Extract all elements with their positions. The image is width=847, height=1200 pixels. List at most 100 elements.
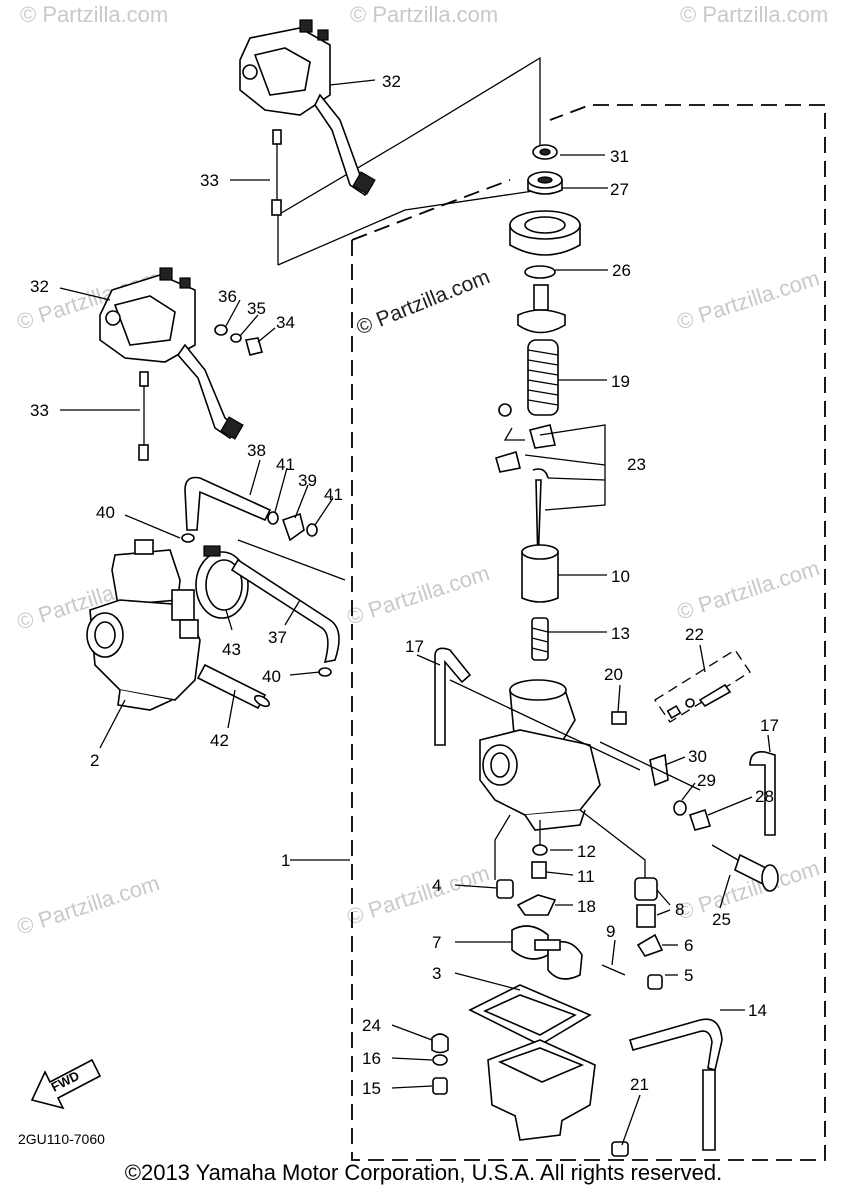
callout-label: 36 (218, 287, 237, 306)
callout-label: 10 (611, 567, 630, 586)
callout-label: 19 (611, 372, 630, 391)
pilot-screw-set (654, 649, 751, 723)
callout-label: 7 (432, 933, 441, 952)
callout-label: 25 (712, 910, 731, 929)
float-valve (636, 904, 656, 928)
mixing-chamber-cap (509, 210, 581, 256)
callout-label: 20 (604, 665, 623, 684)
callout-label: 22 (685, 625, 704, 644)
leader-line (494, 814, 511, 880)
callout-label: 24 (362, 1016, 381, 1035)
callout-label: 21 (630, 1075, 649, 1094)
forward-arrow-icon: FWD (30, 1058, 102, 1110)
clip (318, 667, 332, 677)
watermark: © Partzilla.com (344, 560, 493, 630)
callout-label: 5 (684, 966, 693, 985)
callout-label: 6 (684, 936, 693, 955)
washer (432, 1054, 448, 1066)
o-ring (524, 265, 556, 279)
callout-label: 27 (610, 180, 629, 199)
callout-label: 37 (268, 628, 287, 647)
copyright-notice: ©2013 Yamaha Motor Corporation, U.S.A. A… (124, 1160, 723, 1185)
assembly-boundary (351, 104, 826, 1161)
callout-label: 42 (210, 731, 229, 750)
main-jet (531, 861, 547, 879)
callout-label: 35 (247, 299, 266, 318)
hose-clamp (195, 545, 249, 619)
tube (196, 663, 267, 710)
watermark-main: © Partzilla.com (353, 265, 493, 339)
callout-label: 23 (627, 455, 646, 474)
vent-hose (749, 750, 776, 836)
callout-label: 34 (276, 313, 295, 332)
clip (181, 533, 195, 543)
callout-label: 43 (222, 640, 241, 659)
leader-line (449, 679, 641, 771)
leader-line (277, 189, 541, 266)
callout-label: 16 (362, 1049, 381, 1068)
callout-label: 38 (247, 441, 266, 460)
plate (516, 894, 557, 916)
starter-plunger (711, 844, 779, 892)
throttle-cable-mid (138, 371, 149, 461)
drain-hose (702, 1069, 716, 1151)
screw (688, 808, 712, 831)
float-chamber (487, 1039, 596, 1141)
callout-label: 15 (362, 1079, 381, 1098)
plate (431, 1033, 449, 1054)
callout-label: 8 (675, 900, 684, 919)
watermark: © Partzilla.com (14, 870, 163, 940)
watermark: © Partzilla.com (674, 265, 823, 335)
leader-line (237, 539, 346, 581)
callout-label: 13 (611, 624, 630, 643)
callout-label: 2 (90, 751, 99, 770)
callout-label: 40 (96, 503, 115, 522)
watermark: © Partzilla.com (674, 555, 823, 625)
carburetor-body (479, 679, 601, 831)
callout-label: 17 (760, 716, 779, 735)
drain-hose (629, 1018, 723, 1072)
callout-label: 12 (577, 842, 596, 861)
throttle-valve-holder (517, 284, 566, 334)
leader-line (599, 741, 701, 791)
watermark: © Partzilla.com (20, 2, 168, 27)
callout-labels: 32 33 32 36 35 34 33 38 41 39 41 40 43 3… (30, 72, 779, 1098)
joint (281, 512, 305, 542)
screw (611, 711, 627, 725)
top-nut (527, 171, 563, 195)
callout-label: 11 (577, 867, 595, 886)
callout-label: 40 (262, 667, 281, 686)
drain-hose (230, 558, 340, 664)
callout-label: 41 (276, 455, 295, 474)
callout-label: 4 (432, 876, 441, 895)
clip (306, 523, 318, 537)
float-pin-plate (636, 933, 664, 957)
throttle-spring (527, 339, 559, 416)
clip (267, 511, 279, 525)
callout-label: 29 (697, 771, 716, 790)
throttle-housing-mid (99, 267, 244, 440)
washer (673, 800, 687, 816)
callout-label: 31 (610, 147, 629, 166)
screw (432, 1077, 448, 1095)
callout-label: 33 (200, 171, 219, 190)
vent-hose (434, 647, 472, 746)
callout-label: 28 (755, 787, 774, 806)
leader-line (277, 56, 541, 265)
screw (647, 974, 663, 990)
callout-label: 18 (577, 897, 596, 916)
callout-label: 1 (281, 851, 290, 870)
washer (230, 333, 242, 343)
callout-label: 41 (324, 485, 343, 504)
throttle-cable-top (271, 129, 282, 216)
pilot-jet (496, 879, 514, 899)
callout-label: 32 (30, 277, 49, 296)
callout-label: 39 (298, 471, 317, 490)
screw (245, 337, 263, 356)
float (511, 925, 583, 980)
callout-label: 17 (405, 637, 424, 656)
vent-hose (184, 476, 272, 531)
leader-line (579, 809, 646, 880)
carburetor-assembly-left (86, 539, 201, 711)
callout-label: 3 (432, 964, 441, 983)
